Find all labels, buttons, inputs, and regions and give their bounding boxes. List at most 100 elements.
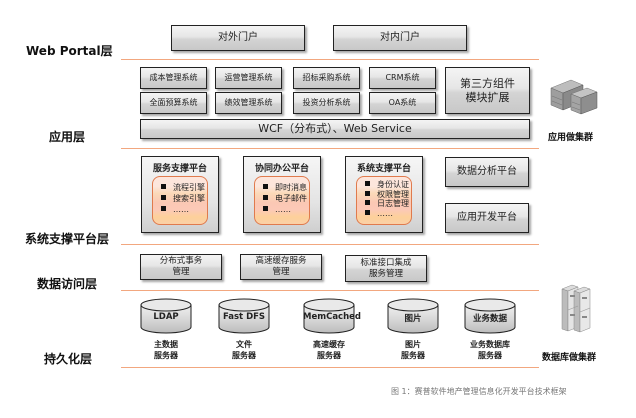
platform-item: 搜索引擎 bbox=[161, 193, 207, 204]
platform-item-text: …… bbox=[173, 205, 189, 214]
platform-item-text: 日志管理 bbox=[377, 199, 409, 208]
platform-title: 系统支撑平台 bbox=[356, 164, 411, 174]
platform-item: 电子邮件 bbox=[263, 193, 309, 204]
cylinder-label: 业务数据 bbox=[472, 314, 507, 324]
app-dev-platform-label: 应用开发平台 bbox=[457, 211, 517, 223]
platform-item: …… bbox=[263, 204, 309, 215]
separator-web-app bbox=[121, 59, 539, 60]
bullet-icon bbox=[161, 184, 166, 189]
platform-item-text: 搜索引擎 bbox=[173, 194, 205, 203]
data-access-service-label: 分布式事务 管理 bbox=[159, 256, 203, 277]
system-support-platform: 系统支撑平台 身份认证 权限管理 日志管理 …… bbox=[345, 156, 423, 233]
app-system-label: OA系统 bbox=[388, 98, 417, 107]
platform-item-text: 流程引擎 bbox=[173, 183, 205, 192]
bullet-icon bbox=[161, 195, 166, 200]
separator-app-support bbox=[121, 148, 539, 149]
platform-title: 协同办公平台 bbox=[254, 164, 309, 174]
cache-service-box: 高速缓存服务 管理 bbox=[240, 254, 322, 280]
platform-item-text: 权限管理 bbox=[377, 189, 409, 199]
platform-item: 即时消息 bbox=[263, 182, 309, 193]
separator-bottom bbox=[121, 367, 539, 368]
app-system-investment: 投资分析系统 bbox=[293, 92, 360, 114]
platform-item-text: …… bbox=[275, 205, 291, 214]
server-rack-cluster-icon bbox=[549, 76, 599, 116]
bullet-icon bbox=[365, 190, 370, 196]
platform-item: …… bbox=[365, 209, 411, 219]
app-system-label: 全面预算系统 bbox=[149, 98, 198, 107]
data-analysis-platform-box: 数据分析平台 bbox=[445, 157, 529, 187]
platform-item-text: …… bbox=[377, 208, 393, 218]
platform-item-list: 即时消息 电子邮件 …… bbox=[254, 176, 310, 225]
cylinder-caption: 高速缓存 服务器 bbox=[313, 340, 345, 360]
platform-item: …… bbox=[161, 204, 207, 215]
third-party-module-label: 第三方组件 模块扩展 bbox=[460, 76, 515, 104]
cylinder-label: 图片 bbox=[404, 314, 422, 324]
external-portal-label: 对外门户 bbox=[218, 31, 258, 43]
cylinder-icon bbox=[140, 298, 192, 334]
internal-portal-label: 对内门户 bbox=[380, 31, 420, 43]
database-cylinder: 图片 bbox=[387, 298, 439, 334]
platform-item: 身份认证 bbox=[365, 180, 411, 190]
third-party-module-box: 第三方组件 模块扩展 bbox=[445, 67, 530, 114]
app-system-label: 运营管理系统 bbox=[224, 73, 273, 82]
app-system-label: 成本管理系统 bbox=[149, 73, 198, 82]
interface-integration-box: 标准接口集成 服务管理 bbox=[345, 255, 427, 282]
platform-item-text: 即时消息 bbox=[275, 183, 307, 192]
separator-support-data bbox=[121, 244, 539, 245]
external-portal-box: 对外门户 bbox=[171, 25, 305, 51]
platform-item-text: 电子邮件 bbox=[275, 194, 307, 203]
cylinder-label: MemCached bbox=[303, 312, 361, 322]
app-system-label: 投资分析系统 bbox=[302, 98, 351, 107]
cylinder-caption: 图片 服务器 bbox=[401, 340, 425, 360]
cylinder-icon bbox=[303, 298, 355, 334]
bullet-icon bbox=[365, 209, 370, 215]
database-cylinder: LDAP bbox=[140, 298, 192, 334]
layer-label-support-platform: 系统支撑平台层 bbox=[25, 232, 110, 246]
cylinder-caption: 业务数据库 服务器 bbox=[470, 340, 510, 360]
db-cluster-label: 数据库做集群 bbox=[542, 353, 597, 363]
layer-label-web-portal: Web Portal层 bbox=[26, 44, 113, 58]
data-analysis-platform-label: 数据分析平台 bbox=[457, 165, 517, 177]
bullet-icon bbox=[263, 206, 268, 211]
cylinder-caption: 主数据 服务器 bbox=[154, 340, 178, 360]
app-system-budget: 全面预算系统 bbox=[140, 92, 207, 114]
platform-item-list: 流程引擎 搜索引擎 …… bbox=[152, 176, 208, 225]
database-cylinder: 业务数据 bbox=[464, 298, 516, 334]
layer-label-persistence: 持久化层 bbox=[44, 352, 93, 366]
app-system-oa: OA系统 bbox=[369, 92, 436, 114]
data-access-service-label: 标准接口集成 服务管理 bbox=[360, 257, 412, 279]
cylinder-icon bbox=[464, 298, 516, 334]
app-system-crm: CRM系统 bbox=[369, 67, 436, 89]
layer-label-application: 应用层 bbox=[49, 130, 86, 144]
bullet-icon bbox=[365, 181, 370, 186]
cylinder-label: Fast DFS bbox=[222, 312, 266, 322]
figure-caption: 图 1：赛普软件地产管理信息化开发平台技术框架 bbox=[391, 387, 567, 396]
platform-item-list: 身份认证 权限管理 日志管理 …… bbox=[356, 176, 412, 225]
bullet-icon bbox=[161, 206, 166, 211]
app-dev-platform-box: 应用开发平台 bbox=[445, 203, 529, 233]
wcf-web-service-bar: WCF（分布式）、Web Service bbox=[140, 119, 530, 139]
platform-item: 日志管理 bbox=[365, 199, 411, 209]
cylinder-icon bbox=[218, 298, 270, 334]
app-system-label: CRM系统 bbox=[385, 73, 420, 82]
bullet-icon bbox=[365, 200, 370, 205]
database-server-cluster-icon bbox=[558, 283, 592, 333]
bullet-icon bbox=[263, 184, 268, 189]
wcf-web-service-label: WCF（分布式）、Web Service bbox=[258, 122, 412, 136]
app-cluster-label: 应用做集群 bbox=[548, 133, 594, 143]
app-system-procurement: 招标采购系统 bbox=[293, 67, 360, 89]
cylinder-caption: 文件 服务器 bbox=[232, 340, 256, 360]
separator-data-persistence bbox=[121, 290, 539, 291]
collaboration-platform: 协同办公平台 即时消息 电子邮件 …… bbox=[243, 156, 321, 233]
app-system-cost: 成本管理系统 bbox=[140, 67, 207, 89]
app-system-operations: 运营管理系统 bbox=[215, 67, 282, 89]
platform-item: 权限管理 bbox=[365, 190, 411, 200]
data-access-service-label: 高速缓存服务 管理 bbox=[255, 256, 307, 277]
platform-item-text: 身份认证 bbox=[377, 180, 409, 189]
database-cylinder: Fast DFS bbox=[218, 298, 270, 334]
database-cylinder: MemCached bbox=[303, 298, 361, 334]
distributed-transaction-box: 分布式事务 管理 bbox=[140, 254, 222, 280]
cylinder-icon bbox=[387, 298, 439, 334]
app-system-label: 绩效管理系统 bbox=[224, 98, 273, 107]
internal-portal-box: 对内门户 bbox=[333, 25, 467, 51]
